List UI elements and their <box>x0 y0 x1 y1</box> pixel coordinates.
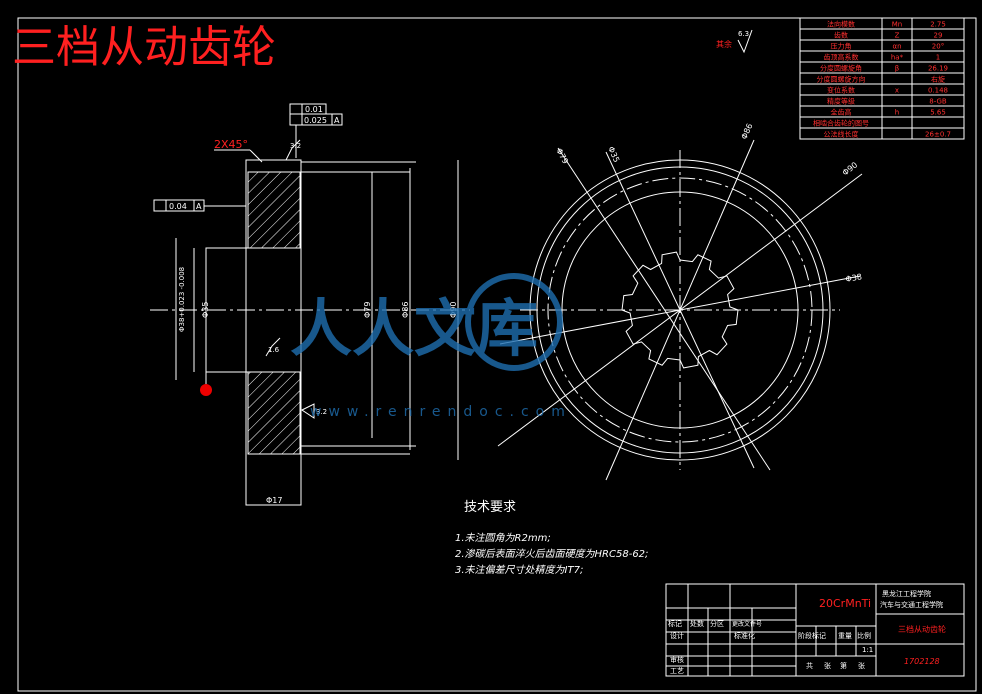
tb-weight: 重量 <box>838 632 852 640</box>
perp-tol: 0.04 <box>169 202 187 211</box>
dim-d35: Φ35 <box>201 302 210 318</box>
param-cell: 8-GB <box>929 98 947 106</box>
param-cell: αn <box>892 43 901 51</box>
roughness-note-label: 其余 <box>716 39 732 49</box>
param-cell: β <box>895 65 899 73</box>
section-view <box>150 103 470 506</box>
tb-sheets: 共 <box>806 661 813 670</box>
tb-review: 审核 <box>670 655 684 664</box>
param-cell: 1 <box>936 54 940 62</box>
watermark-text: 人人文库 <box>290 292 538 365</box>
chamfer-label: 2X45° <box>214 138 248 151</box>
perp-datum: A <box>196 202 202 211</box>
param-cell: x <box>895 87 899 95</box>
watermark-url: www.renrendoc.com <box>310 404 572 420</box>
dim-width: Φ17 <box>266 496 282 505</box>
param-cell: 20° <box>932 43 944 51</box>
param-cell: 法向模数 <box>827 20 855 29</box>
tb-sheet-no: 第 <box>840 661 847 670</box>
tb-h-zone: 分区 <box>710 619 724 628</box>
drawing-title: 三档从动齿轮 <box>12 22 276 73</box>
param-cell: 分度圆螺旋方向 <box>817 75 866 84</box>
tb-school: 黑龙江工程学院 <box>882 589 931 598</box>
tb-process: 工艺 <box>670 667 684 675</box>
param-cell: Mn <box>892 21 902 29</box>
front-d86: Φ86 <box>740 122 755 141</box>
tb-design: 设计 <box>670 631 684 640</box>
param-cell: 26±0.7 <box>925 131 951 139</box>
tech-item-3: 3.未注偏差尺寸处精度为IT7; <box>455 564 583 576</box>
param-cell: 压力角 <box>831 42 852 51</box>
tb-scale: 比例 <box>857 631 871 640</box>
param-cell: 0.148 <box>928 87 948 95</box>
front-view <box>497 139 863 481</box>
param-cell: 29 <box>934 32 943 40</box>
roughness-note-value: 6.3 <box>738 30 749 38</box>
rough-2: 1.6 <box>268 346 280 354</box>
param-cell: ha* <box>891 54 904 62</box>
gear-parameter-table: 法向模数 Mn 2.75 齿数 Z 29 压力角 αn 20° 齿顶高系数 ha* 1 分度圆螺旋角 β 2… <box>799 17 965 140</box>
tb-h-count: 处数 <box>690 619 704 628</box>
tb-part: 三档从动齿轮 <box>898 624 946 634</box>
param-cell: 5.65 <box>930 109 946 117</box>
title-block <box>665 583 965 677</box>
rough-3: 3.2 <box>316 408 327 416</box>
front-d38: Φ38 <box>845 272 863 284</box>
tb-scale-val: 1:1 <box>862 646 873 654</box>
tech-item-1: 1.未注圆角为R2mm; <box>455 532 551 544</box>
param-cell: 全齿高 <box>831 108 852 117</box>
param-cell: 齿顶高系数 <box>824 53 859 62</box>
param-cell: 变位系数 <box>827 86 855 95</box>
runout-2: 0.025 <box>304 116 327 125</box>
runout-1: 0.01 <box>305 105 323 114</box>
tech-item-2: 2.渗碳后表面淬火后齿面硬度为HRC58-62; <box>455 548 648 560</box>
param-cell: 精度等级 <box>827 97 855 106</box>
param-cell: h <box>895 109 899 117</box>
param-cell: 26.19 <box>928 65 948 73</box>
tb-h-mark: 标记 <box>668 619 682 628</box>
tb-stage: 阶段标记 <box>798 631 826 640</box>
tb-std: 标准化 <box>734 631 755 640</box>
param-cell: 公法线长度 <box>824 130 859 139</box>
param-cell: 2.75 <box>930 21 946 29</box>
tb-sheet-unit2: 张 <box>858 661 865 670</box>
front-d35: Φ35 <box>606 145 621 164</box>
param-cell: 齿数 <box>834 31 848 40</box>
tb-h-change: 更改文件号 <box>732 620 762 628</box>
watermark: 人人文库 www.renrendoc.com <box>290 273 572 420</box>
tb-dwg: 1702128 <box>904 657 940 666</box>
roughness-symbol-icon <box>737 29 753 54</box>
param-cell: Z <box>895 32 900 40</box>
bore-tolerance: Φ38+0.023 -0.008 <box>178 267 186 332</box>
front-d90: Φ90 <box>841 160 860 177</box>
tech-heading: 技术要求 <box>464 500 516 515</box>
tb-dept: 汽车与交通工程学院 <box>880 600 943 609</box>
param-cell: 相啮合齿轮的图号 <box>813 119 869 128</box>
param-cell: 右旋 <box>931 75 945 84</box>
dim-d86: Φ86 <box>401 302 410 318</box>
drawing-border <box>17 17 977 692</box>
rough-1: 3.2 <box>290 142 301 150</box>
dim-d79: Φ79 <box>363 302 372 318</box>
dim-d90: Φ90 <box>449 302 458 318</box>
param-cell: 分度圆螺旋角 <box>820 64 862 73</box>
datum-marker-icon <box>200 384 212 396</box>
tb-sheet-unit: 张 <box>824 661 831 670</box>
datum-a-label: A <box>334 116 340 125</box>
tb-material: 20CrMnTi <box>819 597 871 610</box>
